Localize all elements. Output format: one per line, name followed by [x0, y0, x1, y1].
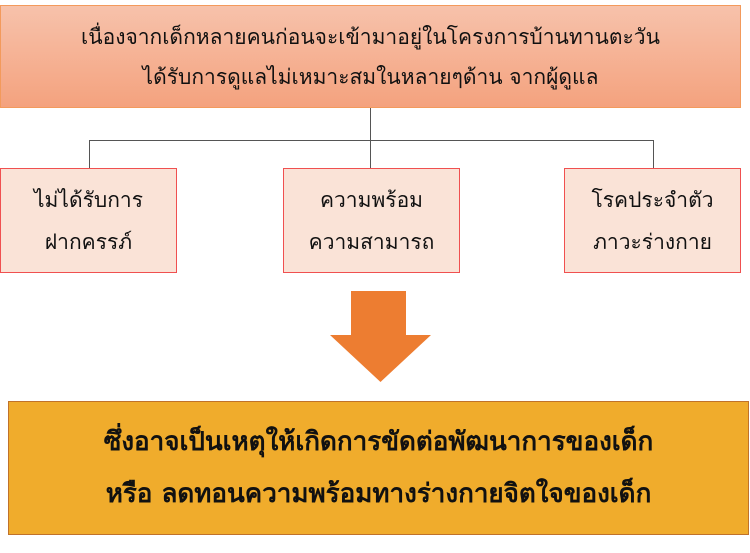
- connector-right: [653, 140, 654, 168]
- connector-trunk: [370, 108, 371, 140]
- result-line-1: ซึ่งอาจเป็นเหตุให้เกิดการขัดต่อพัฒนาการข…: [103, 427, 654, 457]
- factor-line: ไม่ได้รับการ: [34, 187, 143, 212]
- connector-left: [89, 140, 90, 168]
- connector-middle: [370, 140, 371, 168]
- factor-line: ฝากครรภ์: [44, 229, 133, 254]
- down-arrow-icon: [330, 291, 431, 382]
- cause-line-1: เนื่องจากเด็กหลายคนก่อนจะเข้ามาอยู่ในโคร…: [81, 24, 660, 49]
- factor-box-readiness: ความพร้อม ความสามารถ: [283, 168, 460, 273]
- cause-line-2: ได้รับการดูแลไม่เหมาะสมในหลายๆด้าน จากผู…: [142, 64, 599, 89]
- result-line-2: หรือ ลดทอนความพร้อมทางร่างกายจิตใจของเด็…: [105, 479, 652, 509]
- connector-bar: [89, 140, 654, 141]
- cause-box: เนื่องจากเด็กหลายคนก่อนจะเข้ามาอยู่ในโคร…: [0, 5, 741, 108]
- factor-line: ภาวะร่างกาย: [593, 229, 712, 254]
- result-box: ซึ่งอาจเป็นเหตุให้เกิดการขัดต่อพัฒนาการข…: [8, 401, 749, 535]
- factor-box-prenatal: ไม่ได้รับการ ฝากครรภ์: [0, 168, 177, 273]
- factor-line: โรคประจำตัว: [591, 187, 714, 212]
- factor-line: ความพร้อม: [319, 187, 424, 212]
- factor-box-disease: โรคประจำตัว ภาวะร่างกาย: [564, 168, 741, 273]
- factor-line: ความสามารถ: [308, 229, 435, 254]
